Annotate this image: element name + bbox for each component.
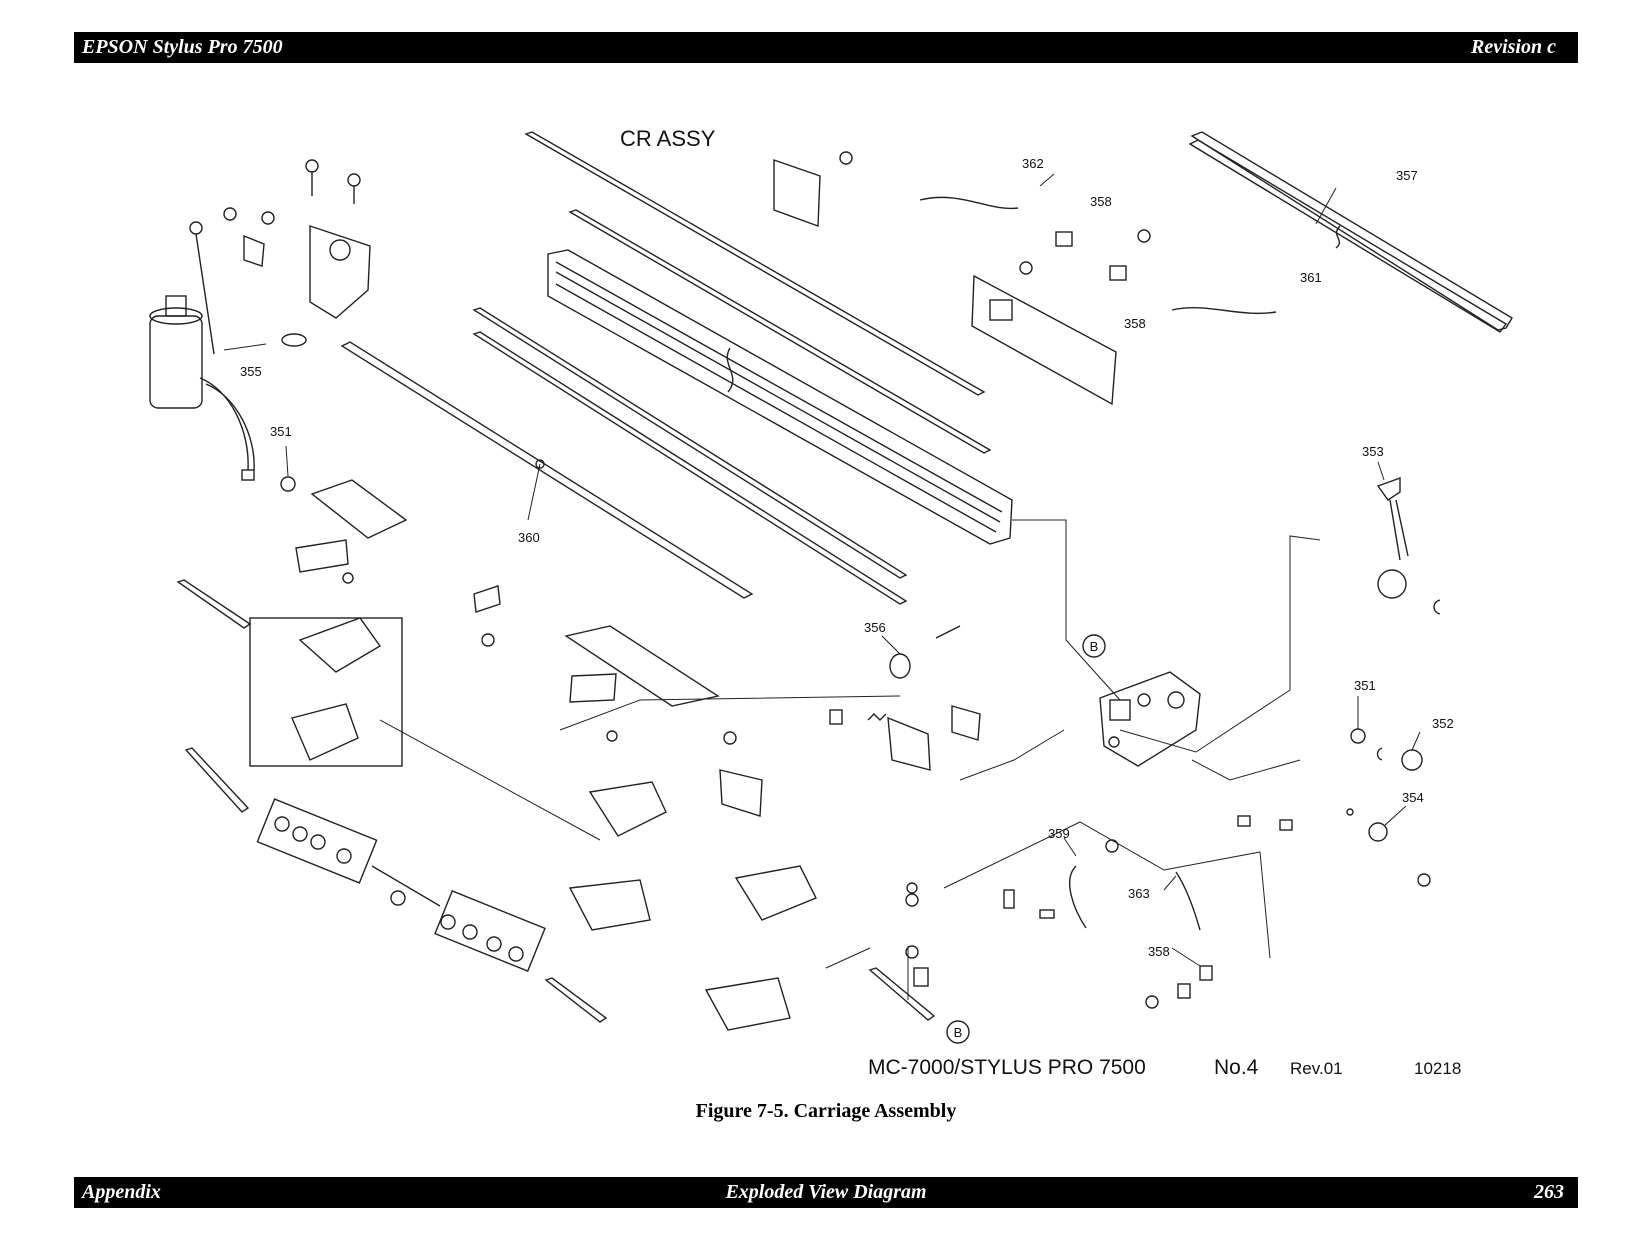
header-title: EPSON Stylus Pro 7500 <box>82 36 283 58</box>
part-label-363: 363 <box>1128 886 1150 901</box>
lower-right-parts <box>905 815 1293 1009</box>
guide-rails <box>176 131 992 1023</box>
footer-chapter: Exploded View Diagram <box>725 1181 927 1203</box>
ref-mark-b-lower: B <box>954 1025 963 1040</box>
part-label-362: 362 <box>1022 156 1044 171</box>
part-label-351-right: 351 <box>1354 678 1376 693</box>
part-label-358-bottom: 358 <box>1148 944 1170 959</box>
footer-section: Appendix <box>82 1181 161 1203</box>
page-header: EPSON Stylus Pro 7500 Revision c <box>74 32 1578 63</box>
left-plate-group <box>280 476 501 647</box>
part-label-355: 355 <box>240 364 262 379</box>
header-revision: Revision c <box>1471 36 1556 58</box>
sheet-number: No.4 <box>1214 1056 1259 1079</box>
carriage-frame <box>547 249 1013 545</box>
reference-marks: B B <box>946 634 1106 1044</box>
gears <box>1346 728 1431 887</box>
part-labels: 355 351 360 362 358 358 361 357 353 356 … <box>240 156 1454 959</box>
figure-caption: Figure 7-5. Carriage Assembly <box>695 1100 957 1122</box>
part-label-358-top: 358 <box>1090 194 1112 209</box>
drawing-code: 10218 <box>1414 1059 1461 1078</box>
part-label-358-mid: 358 <box>1124 316 1146 331</box>
upper-plates <box>773 151 1277 406</box>
ref-mark-b-upper: B <box>1090 639 1099 654</box>
part-label-352: 352 <box>1432 716 1454 731</box>
timing-belt <box>1188 131 1513 333</box>
lever-353 <box>1376 477 1441 615</box>
head-covers <box>249 617 817 1031</box>
page-footer: Appendix Exploded View Diagram 263 <box>74 1177 1578 1208</box>
carriage-body <box>1099 671 1201 767</box>
motor-bracket <box>189 159 371 355</box>
part-label-354: 354 <box>1402 790 1424 805</box>
part-label-359: 359 <box>1048 826 1070 841</box>
rollers <box>256 798 546 972</box>
diagram-title: CR ASSY <box>620 126 716 151</box>
model-name: MC-7000/STYLUS PRO 7500 <box>868 1056 1146 1079</box>
part-label-351-left: 351 <box>270 424 292 439</box>
part-label-361: 361 <box>1300 270 1322 285</box>
part-label-357: 357 <box>1396 168 1418 183</box>
cr-motor <box>149 295 255 481</box>
bracket-356 <box>829 625 981 771</box>
part-label-360: 360 <box>518 530 540 545</box>
part-label-356: 356 <box>864 620 886 635</box>
leader-lines <box>223 173 1421 1000</box>
page-number: 263 <box>1534 1181 1564 1203</box>
revision-code: Rev.01 <box>1290 1059 1343 1078</box>
model-line: MC-7000/STYLUS PRO 7500 No.4 Rev.01 1021… <box>868 1056 1461 1079</box>
part-label-353: 353 <box>1362 444 1384 459</box>
